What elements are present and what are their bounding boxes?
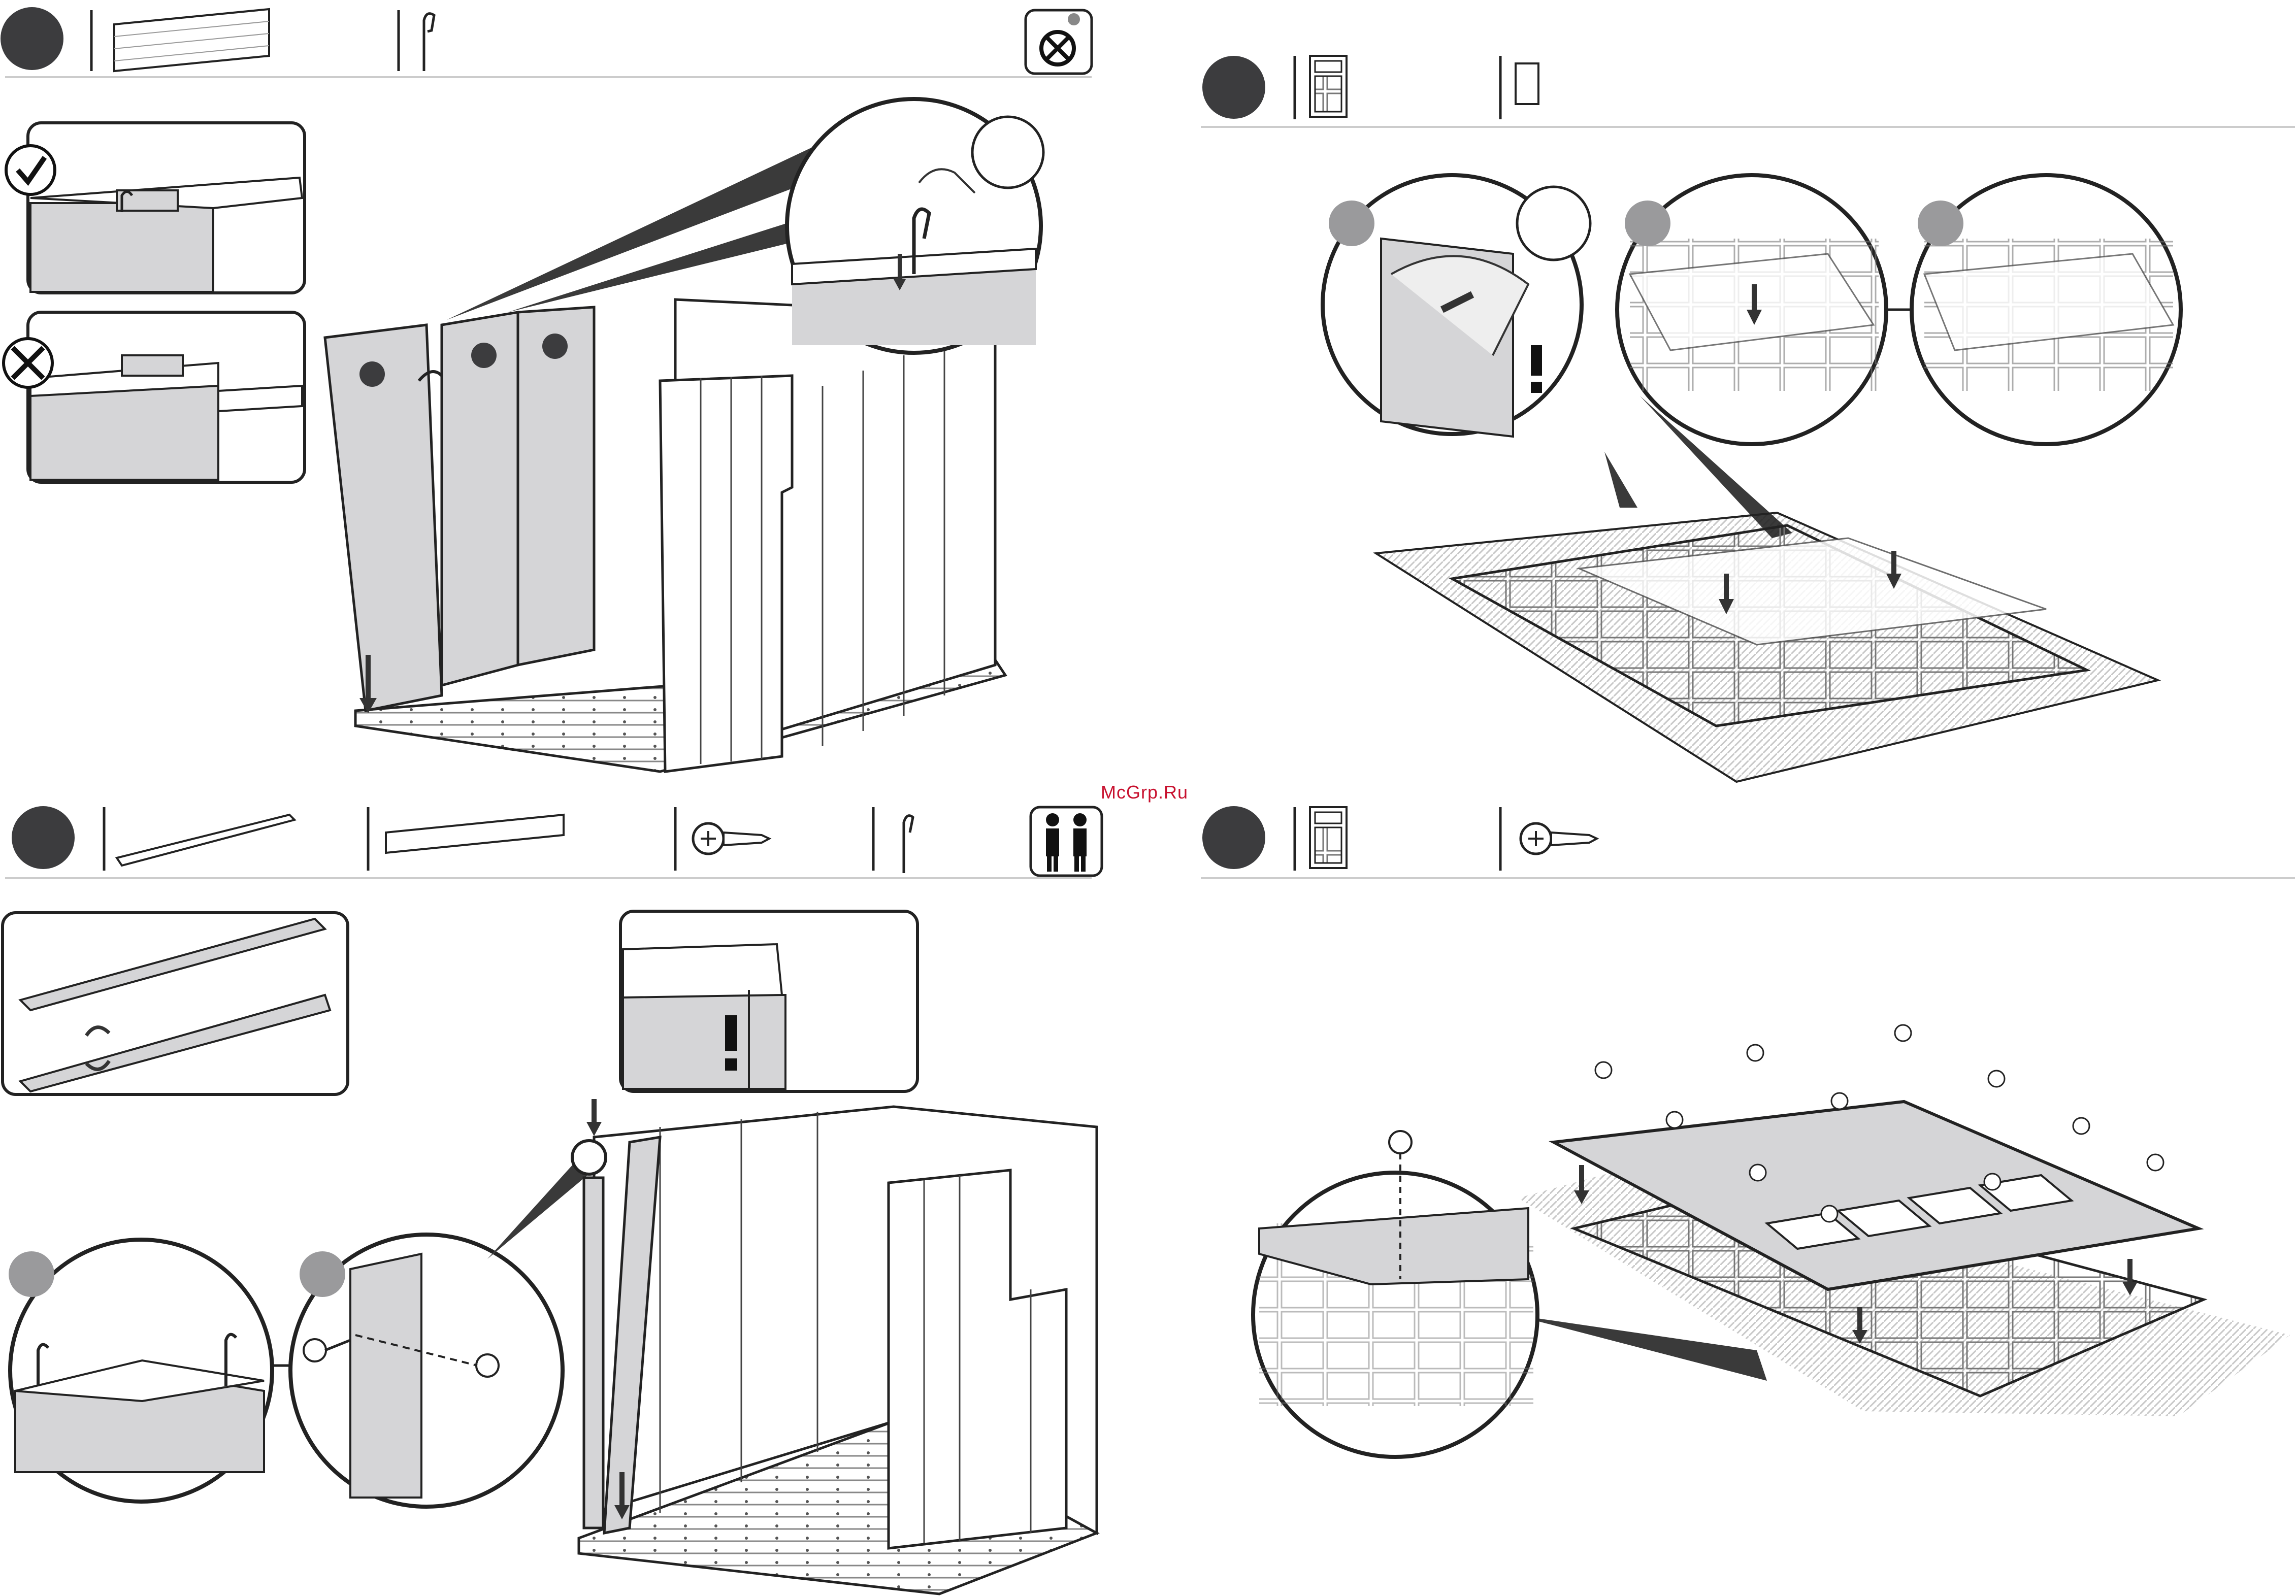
clip-icon — [904, 816, 913, 873]
wall-panel-1 — [442, 312, 518, 685]
place-glazing-magnifier — [1617, 175, 1886, 444]
skylight-frame-illustration — [1518, 1025, 2290, 1416]
frame-screw-magnifier — [1253, 1131, 1537, 1457]
watermark: McGrp.Ru — [1101, 782, 1188, 803]
wall-panel-loose — [325, 325, 442, 711]
window-sheet-icon — [1310, 56, 1347, 117]
sub-step-badge — [9, 1251, 54, 1297]
shed-roof-assembly-illustration — [572, 1099, 1097, 1594]
peel-film-magnifier — [1323, 175, 1590, 437]
seated-glazing-magnifier — [1912, 175, 2181, 444]
ridge-profile-installed — [584, 1178, 603, 1528]
roof-panel-illustration — [1376, 513, 2158, 782]
no-screw-warning-icon — [1026, 10, 1092, 74]
window-sheet-icon — [1310, 807, 1347, 868]
step-badge — [1202, 806, 1265, 869]
shed-wall-assembly-illustration — [325, 300, 1005, 772]
flat-profile-icon — [386, 815, 564, 853]
clip-detail-magnifier — [787, 99, 1043, 353]
screw-profile-magnifier — [290, 1235, 563, 1507]
sub-step-badge — [1329, 201, 1374, 246]
long-profile-icon — [117, 815, 294, 866]
step-skylight-frame — [1201, 806, 2295, 1457]
wall-panel-icon — [114, 9, 269, 71]
step-ridge-profiles — [3, 806, 1102, 1594]
warning-icon — [725, 1015, 737, 1051]
step-skylight-glazing — [1201, 56, 2295, 782]
step-badge — [1202, 56, 1265, 119]
incorrect-fit-callout — [4, 312, 305, 482]
clip-icon — [424, 14, 434, 71]
sub-step-badge — [300, 1251, 345, 1297]
step-wall-panels — [1, 7, 1092, 772]
profile-orientation-callout — [3, 913, 348, 1094]
sub-step-badge — [1918, 201, 1963, 246]
clip-insert-magnifier — [9, 1240, 272, 1502]
step-badge — [1, 7, 63, 70]
correct-fit-callout — [6, 123, 305, 293]
two-person-icon — [1031, 807, 1102, 876]
profile-gap-callout — [620, 911, 917, 1091]
down-arrow-icon — [586, 1122, 602, 1136]
screw-icon — [1521, 823, 1597, 854]
screw-icon — [693, 823, 769, 854]
step-badge — [12, 806, 75, 869]
protective-film-icon — [1516, 63, 1538, 104]
warning-icon — [1531, 345, 1542, 376]
wall-panel-2 — [518, 307, 594, 665]
sub-step-badge — [1625, 201, 1670, 246]
check-icon — [6, 146, 55, 194]
